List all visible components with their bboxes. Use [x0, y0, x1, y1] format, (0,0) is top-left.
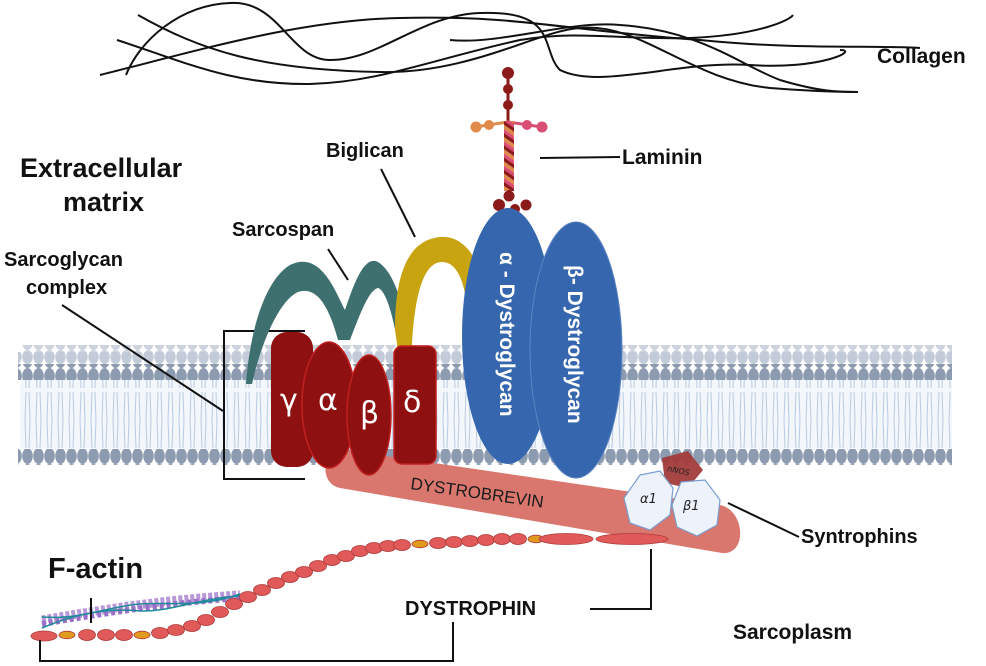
sarcoglycan-label-line2: complex [26, 277, 107, 299]
dystrophin-bracket-left [39, 622, 454, 662]
f-actin-label: F-actin [48, 553, 143, 585]
dystrophin-repeat [509, 533, 527, 545]
syntrophin-alpha1: α1 [623, 470, 674, 531]
sarcoglycan-label-line1: Sarcoglycan [4, 249, 123, 271]
dystrophin [30, 533, 669, 642]
delta-sarcoglycan: δ [393, 345, 437, 465]
svg-text:α1: α1 [640, 492, 657, 507]
dystrophin-hinge [133, 630, 151, 640]
sarcospan [246, 260, 410, 384]
dystrophin-repeat [239, 591, 257, 603]
alpha-dystroglycan: α - Dystroglycan [462, 208, 554, 464]
syntrophin-beta1: β1 [671, 479, 721, 537]
dystrophin-repeat [337, 550, 355, 562]
dystrophin-repeat [167, 624, 185, 636]
svg-text:α: α [318, 383, 338, 418]
dystrophin-repeat [393, 539, 411, 551]
gamma-sarcoglycan: γ [271, 332, 313, 467]
dystrophin-repeat [477, 534, 495, 546]
laminin [470, 67, 548, 214]
sarcoplasm-label: Sarcoplasm [733, 621, 852, 644]
dystrophin-repeat [461, 535, 479, 547]
svg-text:β1: β1 [682, 499, 700, 514]
extracellular-label-line1: Extracellular [20, 153, 183, 183]
svg-text:δ: δ [403, 385, 421, 420]
biglican-label: Biglican [326, 140, 404, 162]
svg-text:β- Dystroglycan: β- Dystroglycan [563, 265, 586, 424]
collagen-fibers [99, 1, 921, 93]
dystrophin-repeat [267, 577, 285, 589]
dystrophin-repeat [183, 620, 201, 632]
dystrophin-repeat [115, 629, 133, 641]
laminin-label: Laminin [622, 146, 703, 169]
dystrophin-label: DYSTROPHIN [405, 598, 536, 620]
dystrophin-hinge [411, 539, 429, 549]
dystrophin-repeat [309, 560, 327, 572]
dystrophin-bracket-right [590, 549, 652, 610]
dystrophin-repeat [493, 533, 511, 545]
dystrophin-repeat [211, 606, 229, 618]
syntrophins-leader [727, 502, 800, 538]
sarcoglycan-complex: γ α β δ [271, 332, 437, 476]
dystrophin-repeat [429, 537, 447, 549]
syntrophins-label: Syntrophins [801, 526, 918, 548]
dystrophin-repeat [97, 629, 115, 641]
beta-sarcoglycan: β [346, 354, 392, 476]
f-actin [41, 590, 241, 629]
sarcospan-leader [327, 248, 349, 281]
dystrophin-repeat [78, 629, 96, 641]
dystrophin-repeat [253, 584, 271, 596]
collagen-label: Collagen [877, 45, 966, 68]
dystrophin-repeat [225, 598, 243, 610]
sarcospan-label: Sarcospan [232, 219, 334, 241]
dystrophin-repeat [30, 630, 58, 642]
sarcoglycan-leader [61, 304, 224, 412]
laminin-leader [539, 156, 621, 159]
biglican-leader [380, 168, 416, 238]
dystrophin-repeat [538, 533, 594, 545]
svg-text:β: β [360, 396, 379, 431]
beta-dystroglycan: β- Dystroglycan [529, 221, 623, 479]
dystrophin-repeat [281, 571, 299, 583]
dystrophin-repeat [595, 533, 669, 545]
extracellular-label-line2: matrix [63, 187, 144, 217]
svg-text:α - Dystroglycan: α - Dystroglycan [495, 252, 518, 417]
dystrophin-repeat [197, 614, 215, 626]
biglican [395, 236, 488, 400]
dystrophin-repeat [295, 566, 313, 578]
svg-text:γ: γ [280, 383, 298, 418]
dystrophin-repeat [151, 627, 169, 639]
dystrophin-repeat [445, 536, 463, 548]
nnos: nNOS [662, 451, 703, 488]
dystrophin-hinge [58, 630, 76, 640]
